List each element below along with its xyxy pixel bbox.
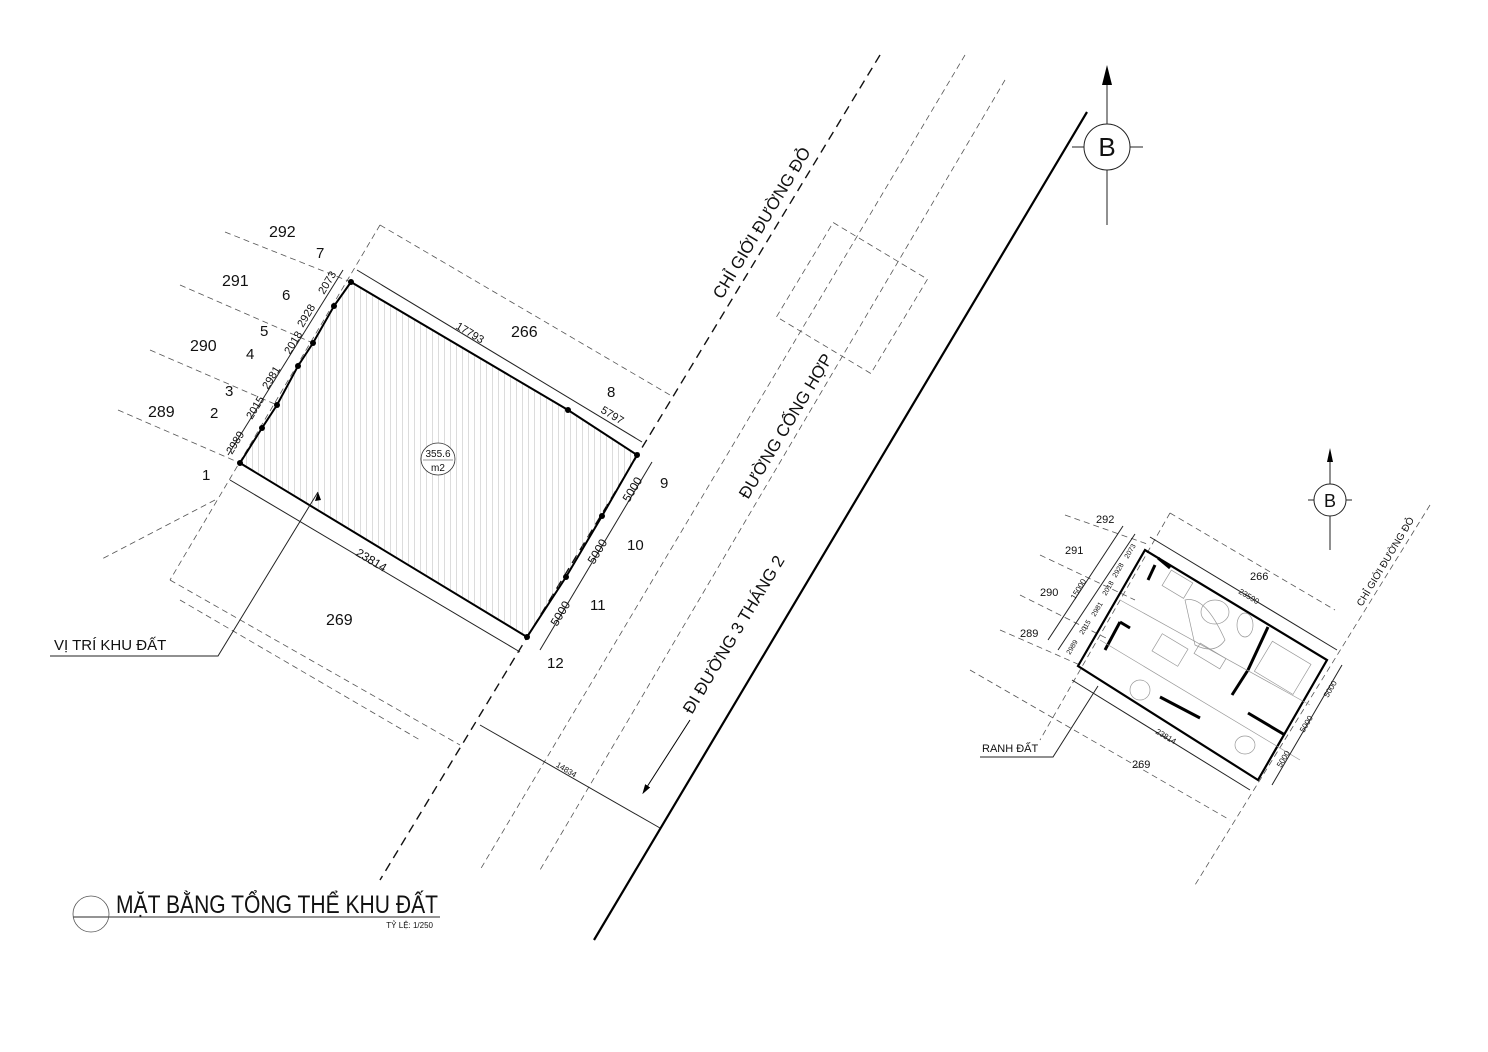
fp-dim-top: 23590 (1237, 587, 1261, 606)
north-arrow-icon: B (1072, 65, 1143, 225)
point-label-5: 5 (260, 323, 268, 340)
dim-left-2: 2015 (244, 394, 267, 421)
fp-lot-291: 291 (1065, 545, 1083, 557)
fp-dim-left-3: 2981 (1091, 601, 1105, 618)
fp-lot-266: 266 (1250, 571, 1268, 583)
dim-top: 17793 (453, 320, 485, 346)
parcel: 355.6 m2 2989 2015 2981 2018 292 8 2073 1… (50, 224, 668, 672)
point-label-1: 1 (202, 467, 210, 484)
fp-dim-bottom: 23814 (1154, 727, 1178, 746)
site-location-label: VỊ TRÍ KHU ĐẤT (54, 637, 166, 654)
alley-edge (539, 79, 1006, 871)
dim-right-3: 5000 (548, 598, 574, 628)
drawing-scale: TỶ LỆ: 1/250 (386, 921, 433, 930)
boundary-label: RANH ĐẤT (982, 742, 1039, 755)
fp-lot-292: 292 (1096, 514, 1114, 526)
fp-dim-right-2: 5000 (1298, 714, 1315, 734)
fp-walls (1103, 556, 1286, 737)
dim-left-3: 2981 (260, 364, 283, 391)
area-bubble (420, 442, 456, 476)
fp-lot-289: 289 (1020, 628, 1038, 640)
fp-red-line-label: CHỈ GIỚI ĐƯỜNG ĐỎ (1353, 514, 1417, 608)
boundary-leader (980, 685, 1099, 758)
title-block: MẶT BẰNG TỔNG THỂ KHU ĐẤT TỶ LỆ: 1/250 (72, 889, 440, 933)
fp-dim-lines (1047, 525, 1343, 791)
road-width-label: 14834 (554, 760, 578, 779)
parcel-points (237, 279, 640, 640)
fp-furniture (1099, 569, 1312, 761)
point-label-8: 8 (607, 384, 615, 401)
top-dim-line (356, 269, 643, 443)
lot-292: 292 (269, 224, 296, 241)
fp-dim-left-6: 2073 (1124, 543, 1138, 560)
point-label-9: 9 (660, 475, 668, 492)
alley-label: ĐƯỜNG CỐNG HỢP (734, 350, 836, 502)
fp-lot-269: 269 (1132, 759, 1150, 771)
fp-dim-left-2: 2015 (1079, 619, 1093, 636)
left-dim-line (227, 269, 344, 456)
dim-left-6: 2073 (316, 269, 339, 296)
small-north-arrow-icon: B (1308, 448, 1352, 550)
road-width-dim (479, 724, 661, 829)
site-location-leader (50, 491, 319, 657)
point-label-11: 11 (590, 597, 606, 614)
small-north-label: B (1324, 491, 1336, 511)
red-line-label: CHỈ GIỚI ĐƯỜNG ĐỎ (709, 144, 814, 302)
lot-266: 266 (511, 324, 538, 341)
drawing-title: MẶT BẰNG TỔNG THỂ KHU ĐẤT (116, 889, 438, 919)
point-label-4: 4 (246, 346, 254, 363)
floor-plan-outline (1076, 548, 1329, 782)
point-label-10: 10 (627, 537, 644, 554)
area-unit: m2 (431, 463, 445, 474)
floor-plan: B (969, 448, 1431, 886)
point-label-12: 12 (547, 655, 564, 672)
fp-dim-left-5: 2928 (1112, 562, 1126, 579)
right-dim-line (539, 461, 653, 651)
point-label-2: 2 (210, 405, 218, 422)
fp-lot-lines (969, 504, 1431, 886)
area-value: 355.6 (425, 449, 450, 460)
lot-289: 289 (148, 404, 175, 421)
point-labels: 1 2 3 4 5 6 7 8 9 10 11 12 (202, 245, 668, 672)
fp-dim-left-total: 15000 (1069, 577, 1088, 601)
neighbor-lot-lines (99, 224, 671, 746)
lot-269: 269 (326, 612, 353, 629)
bottom-dim-line (229, 479, 521, 653)
alley-edge (479, 54, 966, 871)
lot-291: 291 (222, 273, 249, 290)
fp-dim-left-4: 2018 (1102, 580, 1116, 597)
alley-box (775, 221, 929, 375)
road-label: ĐI ĐƯỜNG 3 THÁNG 2 (679, 552, 788, 717)
road-direction-arrow (642, 719, 691, 795)
point-label-6: 6 (282, 287, 290, 304)
dim-left-4: 2018 (282, 329, 305, 356)
fp-dim-right-1: 5000 (1322, 679, 1339, 699)
fp-lot-290: 290 (1040, 587, 1058, 599)
north-label: B (1098, 132, 1115, 162)
point-label-3: 3 (225, 383, 233, 400)
road-edge (593, 111, 1088, 941)
lot-290: 290 (190, 338, 217, 355)
dim-left-1: 2989 (224, 429, 247, 456)
fp-dim-left-1: 2989 (1066, 639, 1080, 656)
point-label-7: 7 (316, 245, 324, 262)
